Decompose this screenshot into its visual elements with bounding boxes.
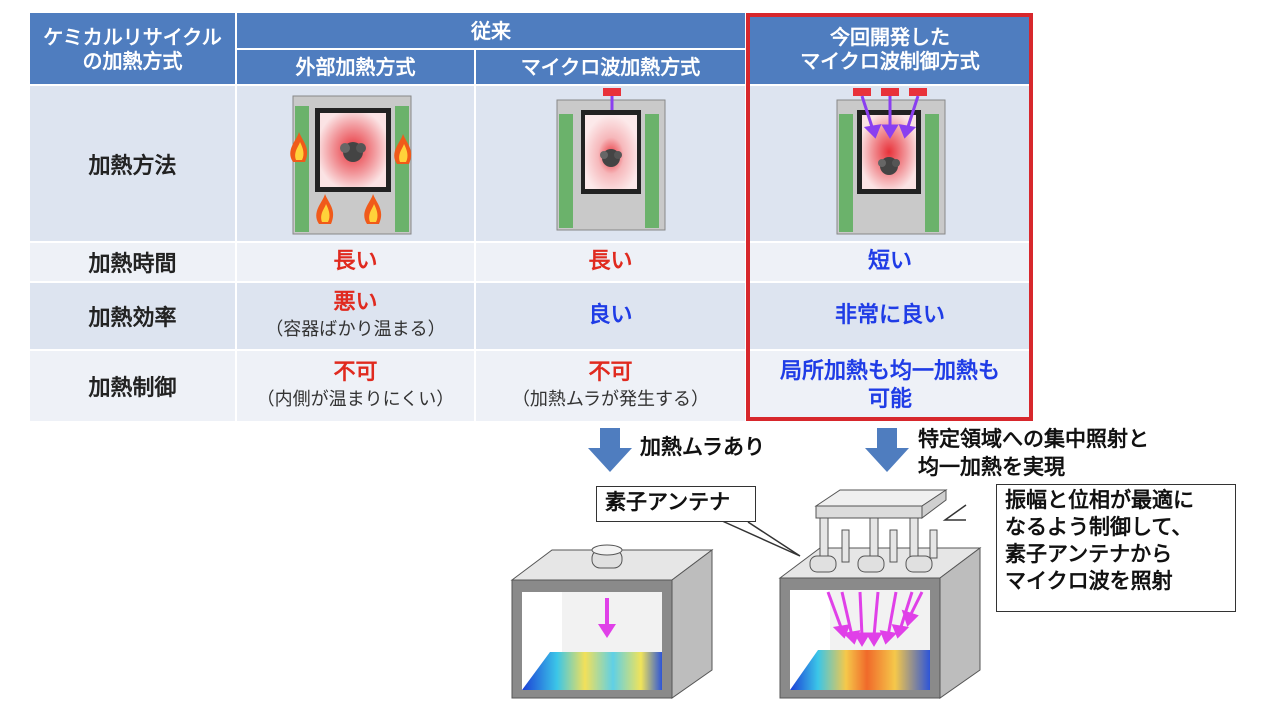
header-conventional-group: 従来 [237,13,745,48]
external-green-right [395,106,409,232]
control-microwave-note: （加熱ムラが発生する） [511,389,710,410]
microwave-arrow-icon [860,95,920,139]
new-control-diagram [836,88,946,235]
efficiency-new-value: 非常に良い [834,303,945,328]
cell-efficiency-new: 非常に良い [748,283,1032,349]
external-heating-diagram [290,95,412,235]
heating-time-label: 加熱時間 [88,252,177,277]
antenna-callout-text: 素子アンテナ [605,490,731,514]
cell-time-new: 短い [748,243,1032,281]
flame-icon [394,134,412,164]
new-emitter-1 [853,88,871,96]
control-callout-line1: 振幅と位相が最適に [1005,488,1194,512]
cell-control-new: 局所加熱も均一加熱も 可能 [748,351,1032,421]
new-box-diagram [778,489,982,699]
header-col-new: 今回開発した マイクロ波制御方式 [748,13,1032,84]
control-new-line1: 局所加熱も均一加熱も [779,359,1000,384]
time-external-value: 長い [333,249,378,274]
conventional-box-diagram [510,544,714,699]
control-callout-line2: なるよう制御して、 [1005,515,1193,539]
control-label: 加熱制御 [88,376,177,401]
microwave-arrow-icon [598,624,616,638]
header-col-new-line1: 今回開発した [830,24,950,49]
flame-icon [364,194,382,224]
time-microwave-value: 長い [588,249,633,274]
control-microwave-value: 不可 [588,360,633,385]
efficiency-microwave-value: 良い [588,303,633,328]
control-callout-line3: 素子アンテナから [1005,542,1173,566]
header-col-microwave: マイクロ波加熱方式 [476,50,745,84]
microwave-heating-diagram [556,88,666,231]
antenna-icon [591,544,623,569]
efficiency-label: 加熱効率 [88,306,177,331]
cell-control-external: 不可 （内側が温まりにくい） [237,351,474,421]
flame-icon [290,132,308,162]
header-method-line2: の加熱方式 [82,48,183,73]
cell-time-microwave: 長い [476,243,745,281]
microwave-arrow-icon [826,591,924,647]
new-emitter-3 [909,88,927,96]
control-new-line2: 可能 [867,387,912,412]
time-new-value: 短い [867,249,912,274]
right-result-line2: 均一加熱を実現 [918,455,1065,479]
left-result-text: 加熱ムラあり [640,435,765,459]
right-result-text: 特定領域への集中照射と 均一加熱を実現 [918,425,1149,481]
row-control-label: 加熱制御 [30,351,235,421]
header-col-new-line2: マイクロ波制御方式 [800,48,980,73]
row-efficiency-label: 加熱効率 [30,283,235,349]
control-callout-line4: マイクロ波を照射 [1005,569,1173,593]
new-box-heat-map [790,650,930,690]
row-heating-method-label: 加熱方法 [30,86,235,241]
header-col-microwave-label: マイクロ波加熱方式 [520,55,701,79]
control-external-note: （内側が温まりにくい） [256,389,455,410]
down-arrow-icon [865,428,909,472]
new-emitter-2 [881,88,899,96]
heating-method-label: 加熱方法 [88,153,177,179]
antenna-callout: 素子アンテナ [596,486,756,522]
cell-time-external: 長い [237,243,474,281]
header-method-line1: ケミカルリサイクル [43,24,222,49]
row-heating-time-label: 加熱時間 [30,243,235,281]
efficiency-external-note: （容器ばかり温まる） [265,319,446,340]
header-conventional-label: 従来 [471,18,511,43]
right-result-line1: 特定領域への集中照射と [918,427,1149,451]
header-col-external: 外部加熱方式 [237,50,474,84]
cell-control-microwave: 不可 （加熱ムラが発生する） [476,351,745,421]
microwave-emitter [603,88,621,96]
control-callout: 振幅と位相が最適に なるよう制御して、 素子アンテナから マイクロ波を照射 [996,484,1236,612]
cell-efficiency-external: 悪い （容器ばかり温まる） [237,283,474,349]
conventional-heat-map [522,652,662,690]
down-arrow-icon [588,428,632,472]
header-method-label: ケミカルリサイクル の加熱方式 [30,13,235,84]
header-col-external-label: 外部加熱方式 [295,55,416,79]
antenna-icon [809,489,948,573]
efficiency-external-value: 悪い [333,290,378,315]
flame-icon [316,194,334,224]
cell-efficiency-microwave: 良い [476,283,745,349]
control-external-value: 不可 [333,360,378,385]
